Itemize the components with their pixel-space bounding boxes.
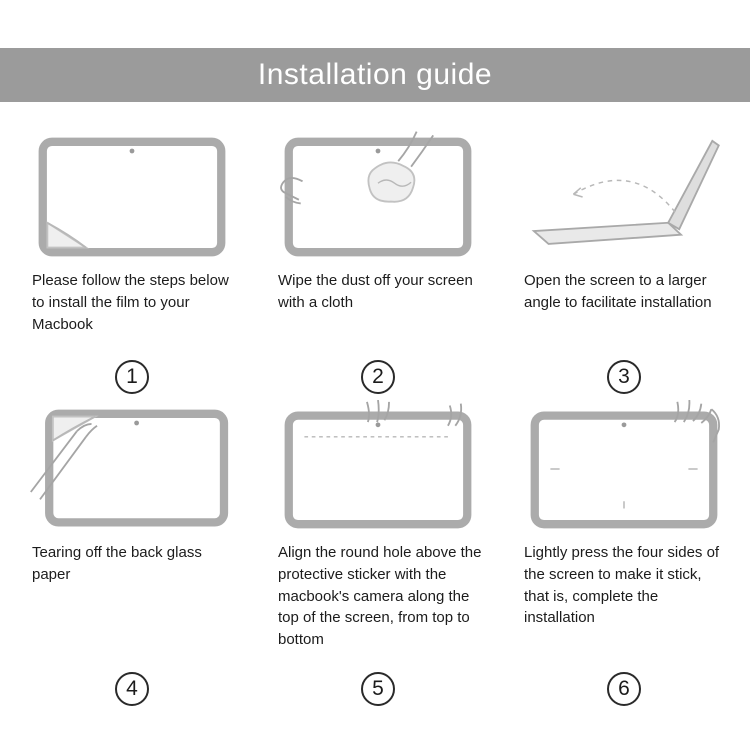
step-1: Please follow the steps below to install… (26, 128, 238, 394)
step-number-badge: 1 (115, 360, 149, 394)
step-3: Open the screen to a larger angle to fac… (518, 128, 730, 394)
step-5: Align the round hole above the protectiv… (272, 400, 484, 706)
step-caption: Please follow the steps below to install… (32, 272, 229, 333)
step-number-badge: 2 (361, 360, 395, 394)
macbook-screen-film-peel-icon (26, 128, 238, 266)
step-caption: Align the round hole above the protectiv… (278, 544, 482, 648)
steps-row-2: Tearing off the back glass paper 4 Align… (0, 400, 750, 706)
step-number-badge: 6 (607, 672, 641, 706)
header-banner: Installation guide (0, 48, 750, 102)
open-laptop-angle-icon (518, 128, 730, 266)
step-6: Lightly press the four sides of the scre… (518, 400, 730, 706)
step-caption: Tearing off the back glass paper (32, 544, 202, 583)
step-number-badge: 4 (115, 672, 149, 706)
step-caption: Open the screen to a larger angle to fac… (524, 272, 712, 311)
align-camera-hole-icon (272, 400, 484, 538)
press-four-sides-icon (518, 400, 730, 538)
step-number-badge: 5 (361, 672, 395, 706)
step-2: Wipe the dust off your screen with a clo… (272, 128, 484, 394)
step-caption: Lightly press the four sides of the scre… (524, 544, 720, 627)
tear-back-paper-icon (26, 400, 238, 538)
step-caption: Wipe the dust off your screen with a clo… (278, 272, 473, 311)
wipe-cloth-icon (272, 128, 484, 266)
step-4: Tearing off the back glass paper 4 (26, 400, 238, 706)
steps-row-1: Please follow the steps below to install… (0, 128, 750, 394)
step-number-badge: 3 (607, 360, 641, 394)
page-title: Installation guide (257, 58, 493, 91)
